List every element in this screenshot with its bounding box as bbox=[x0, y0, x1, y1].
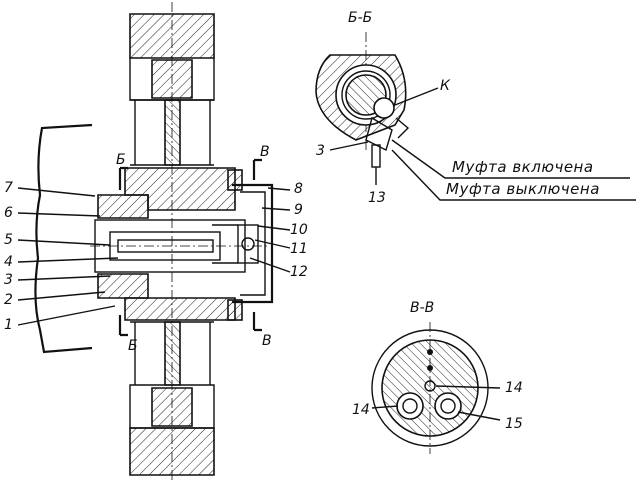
callout-6: 6 bbox=[4, 205, 13, 221]
callout-4: 4 bbox=[4, 254, 13, 270]
section-title-bb: Б-Б bbox=[348, 10, 372, 26]
vv-spring-right bbox=[434, 392, 462, 420]
callout-11: 11 bbox=[290, 241, 308, 257]
callout-1: 1 bbox=[4, 317, 13, 333]
housing-body-left bbox=[34, 123, 93, 354]
callout-9: 9 bbox=[294, 202, 303, 218]
callout-8: 8 bbox=[294, 181, 303, 197]
label-clutch-off: Муфта выключена bbox=[446, 180, 600, 198]
wheel-web-top bbox=[164, 99, 181, 166]
section-view-vv: В-В 14 14 15 bbox=[352, 300, 523, 454]
vv-spring-left bbox=[396, 392, 424, 420]
section-mark-v-bottom: В bbox=[252, 312, 272, 349]
section-letter-b-bottom: Б bbox=[128, 338, 138, 354]
hub-bottom bbox=[97, 273, 149, 299]
label-clutch-on: Муфта включена bbox=[452, 158, 594, 176]
callout-7: 7 bbox=[4, 180, 13, 196]
callout-3: 3 bbox=[4, 272, 13, 288]
label-k: К bbox=[440, 78, 451, 94]
label-13: 13 bbox=[368, 190, 386, 206]
section-mark-b-bottom: Б bbox=[118, 315, 138, 354]
section-mark-b-top: Б bbox=[116, 152, 128, 190]
callout-10: 10 bbox=[290, 222, 308, 238]
label-3-bb: 3 bbox=[316, 143, 325, 159]
section-letter-v-bottom: В bbox=[262, 333, 272, 349]
callout-5: 5 bbox=[4, 232, 13, 248]
section-title-vv: В-В bbox=[410, 300, 434, 316]
label-15: 15 bbox=[505, 416, 523, 432]
label-14-left: 14 bbox=[352, 402, 370, 418]
callout-12: 12 bbox=[290, 264, 308, 280]
label-14-right: 14 bbox=[505, 380, 523, 396]
section-letter-b-top: Б bbox=[116, 152, 126, 168]
section-letter-v-top: В bbox=[260, 144, 270, 160]
section-view-bb: Б-Б К 3 13 Муфта включена Муфта выключен… bbox=[315, 10, 636, 206]
main-sectional-view: Б Б В В 7 6 5 4 3 2 1 bbox=[4, 2, 308, 483]
callout-2: 2 bbox=[4, 292, 13, 308]
section-mark-v-top: В bbox=[252, 144, 270, 180]
bb-lever-3 bbox=[365, 116, 393, 151]
bb-pin-k bbox=[373, 97, 395, 119]
wheel-rim-bottom bbox=[129, 427, 215, 476]
wheel-web-bottom bbox=[164, 321, 181, 386]
